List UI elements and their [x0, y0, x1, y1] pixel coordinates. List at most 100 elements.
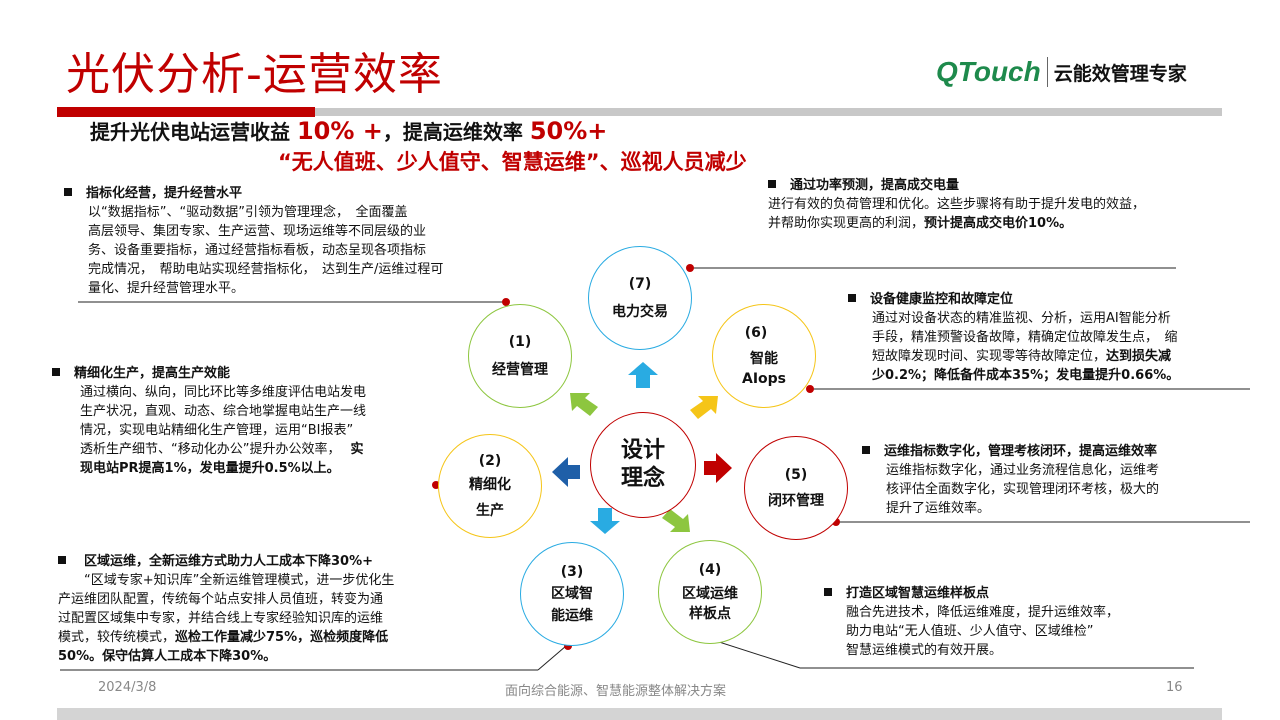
block3-line: 模式，较传统模式， — [58, 630, 176, 645]
block3-line: 过配置区域集中专家，并结合线上专家经验知识库的运维 — [58, 611, 384, 626]
circle-regional-smart-om: (3) 区域智 能运维 — [520, 542, 624, 646]
block4-line: 助力电站“无人值班、少人值守、区域维检” — [846, 624, 1094, 639]
circle-label-5: 闭环管理 — [768, 493, 824, 509]
bullet-icon — [58, 556, 66, 564]
block-model-site: 打造区域智慧运维样板点 融合先进技术，降低运维难度，提升运维效率， 助力电站“无… — [824, 584, 1204, 660]
block7-line: 进行有效的负荷管理和优化。这些步骤将有助于提升发电的效益， — [768, 197, 1146, 212]
block1-line: 务、设备重要指标，通过经营指标看板，动态呈现各项指标 — [88, 243, 427, 258]
block4-line: 融合先进技术，降低运维难度，提升运维效率， — [846, 605, 1120, 620]
arrow-upright-icon — [690, 396, 718, 419]
circle-label-1: 经营管理 — [492, 362, 548, 378]
block1-line: 量化、提升经营管理水平。 — [88, 281, 245, 296]
block5-line: 核评估全面数字化，实现管理闭环考核，极大的 — [886, 482, 1160, 497]
circle-label-2b: 生产 — [476, 503, 504, 519]
block7-bold-a: 预计提高成交电价10%。 — [924, 216, 1073, 231]
block2-line: 通过横向、纵向，同比环比等多维度评估电站发电 — [80, 385, 367, 400]
arrow-downright-icon — [662, 509, 690, 532]
block6-bold-b: 少0.2%；降低备件成本35%；发电量提升0.66%。 — [872, 368, 1180, 383]
block3-bold-b: 50%。保守估算人工成本下降30%。 — [58, 649, 277, 664]
circle-num-7: (7) — [628, 276, 652, 292]
footer-subtitle: 面向综合能源、智慧能源整体解决方案 — [505, 684, 727, 699]
block2-line: 情况，实现电站精细化生产管理，运用“BI报表” — [80, 423, 354, 438]
arrow-down-icon — [590, 508, 620, 534]
design-concept-center: 设计 理念 — [590, 412, 696, 518]
block-indicator-operation: 指标化经营，提升经营水平 以“数据指标”、“驱动数据”引领为管理理念， 全面覆盖… — [62, 184, 512, 298]
block4-line: 智慧运维模式的有效开展。 — [846, 643, 1003, 658]
block4-heading: 打造区域智慧运维样板点 — [846, 586, 990, 601]
block-health-monitoring: 设备健康监控和故障定位 通过对设备状态的精准监视、分析，运用AI智能分析 手段，… — [848, 290, 1248, 385]
bullet-icon — [862, 446, 870, 454]
block5-line: 提升了运维效率。 — [886, 501, 991, 516]
logo-tagline: 云能效管理专家 — [1053, 62, 1187, 85]
circle-label-6a: 智能 — [750, 351, 778, 367]
block7-heading: 通过功率预测，提高成交电量 — [790, 178, 960, 193]
bullet-icon — [848, 294, 856, 302]
logo-divider — [1046, 57, 1048, 87]
circle-num-1: (1) — [508, 334, 532, 350]
block6-bold-a: 达到损失减 — [1106, 349, 1172, 364]
block5-line: 运维指标数字化，通过业务流程信息化，运维考 — [886, 463, 1160, 478]
circle-smart-aiops: (6) 智能 AIops — [712, 304, 816, 408]
arrow-left-icon — [552, 457, 580, 487]
page-title: 光伏分析-运营效率 — [66, 49, 443, 100]
headline-value1: 10% + — [296, 117, 383, 145]
circle-num-5: (5) — [784, 467, 808, 483]
block-fine-production: 精细化生产，提高生产效能 通过横向、纵向，同比环比等多维度评估电站发电 生产状况… — [52, 364, 442, 478]
circle-num-4: (4) — [698, 562, 722, 578]
circle-operation-management: (1) 经营管理 — [468, 304, 572, 408]
circle-label-4b: 样板点 — [689, 606, 731, 622]
circle-num-6: (6) — [744, 325, 768, 341]
block2-bold-a: 实 — [350, 442, 364, 457]
block-closed-loop: 运维指标数字化，管理考核闭环，提高运维效率 运维指标数字化，通过业务流程信息化，… — [862, 442, 1242, 518]
footer-bar — [57, 708, 1222, 720]
block2-line: 生产状况，直观、动态、综合地掌握电站生产一线 — [80, 404, 367, 419]
page-number: 16 — [1166, 680, 1183, 695]
headline-part2: ，提高运维效率 — [382, 120, 523, 144]
company-logo: QTouch 云能效管理专家 — [936, 52, 1187, 92]
circle-num-2: (2) — [478, 453, 502, 469]
circle-label-2a: 精细化 — [469, 477, 511, 493]
block1-line: 完成情况， 帮助电站实现经营指标化， 达到生产/运维过程可 — [88, 262, 444, 277]
title-underline-accent — [57, 107, 315, 117]
block2-line: 透析生产细节、“移动化办公”提升办公效率， — [80, 442, 341, 457]
bullet-icon — [824, 588, 832, 596]
block6-line: 短故障发现时间、实现零等待故障定位， — [872, 349, 1107, 364]
block6-heading: 设备健康监控和故障定位 — [870, 292, 1014, 307]
headline-value2: 50%+ — [529, 117, 608, 145]
bullet-icon — [64, 188, 72, 196]
circle-label-6b: AIops — [741, 371, 787, 387]
circle-label-3a: 区域智 — [551, 586, 593, 602]
circle-num-3: (3) — [560, 564, 584, 580]
headline-main: 提升光伏电站运营收益 10% +，提高运维效率 50%+ — [90, 116, 607, 145]
block-power-forecast: 通过功率预测，提高成交电量 进行有效的负荷管理和优化。这些步骤将有助于提升发电的… — [768, 176, 1218, 233]
circle-power-trading: (7) 电力交易 — [588, 246, 692, 350]
headline-part1: 提升光伏电站运营收益 — [90, 120, 290, 144]
circle-fine-production: (2) 精细化 生产 — [438, 434, 542, 538]
circle-regional-model: (4) 区域运维 样板点 — [658, 540, 762, 644]
arrow-up-icon — [628, 362, 658, 388]
block3-bold-a: 巡检工作量减少75%，巡检频度降低 — [175, 630, 389, 645]
footer-date: 2024/3/8 — [98, 680, 157, 695]
bullet-icon — [52, 368, 60, 376]
block1-heading: 指标化经营，提升经营水平 — [86, 186, 243, 201]
connector-dot-6 — [806, 385, 814, 393]
block2-heading: 精细化生产，提高生产效能 — [74, 366, 231, 381]
block3-line: “区域专家+知识库”全新运维管理模式，进一步优化生 — [84, 573, 395, 588]
arrow-upleft-icon — [570, 393, 598, 416]
block6-line: 手段，精准预警设备故障，精确定位故障发生点， 缩 — [872, 330, 1178, 345]
block6-line: 通过对设备状态的精准监视、分析，运用AI智能分析 — [872, 311, 1171, 326]
block-regional-om: 区域运维，全新运维方式助力人工成本下降30%+ “区域专家+知识库”全新运维管理… — [58, 552, 498, 666]
block5-heading: 运维指标数字化，管理考核闭环，提高运维效率 — [884, 444, 1158, 459]
center-line2: 理念 — [620, 466, 665, 491]
circle-label-4a: 区域运维 — [682, 586, 738, 602]
block1-line: 高层领导、集团专家、生产运营、现场运维等不同层级的业 — [88, 224, 427, 239]
block1-line: 以“数据指标”、“驱动数据”引领为管理理念， 全面覆盖 — [88, 205, 408, 220]
connector-dot-7 — [686, 264, 694, 272]
block7-line: 并帮助你实现更高的利润， — [768, 216, 925, 231]
center-line1: 设计 — [620, 438, 665, 463]
block2-bold-b: 现电站PR提高1%，发电量提升0.5%以上。 — [80, 461, 340, 476]
connector-dot-1 — [502, 298, 510, 306]
circle-label-3b: 能运维 — [551, 608, 593, 624]
block3-heading: 区域运维，全新运维方式助力人工成本下降30%+ — [84, 554, 374, 569]
bullet-icon — [768, 180, 776, 188]
